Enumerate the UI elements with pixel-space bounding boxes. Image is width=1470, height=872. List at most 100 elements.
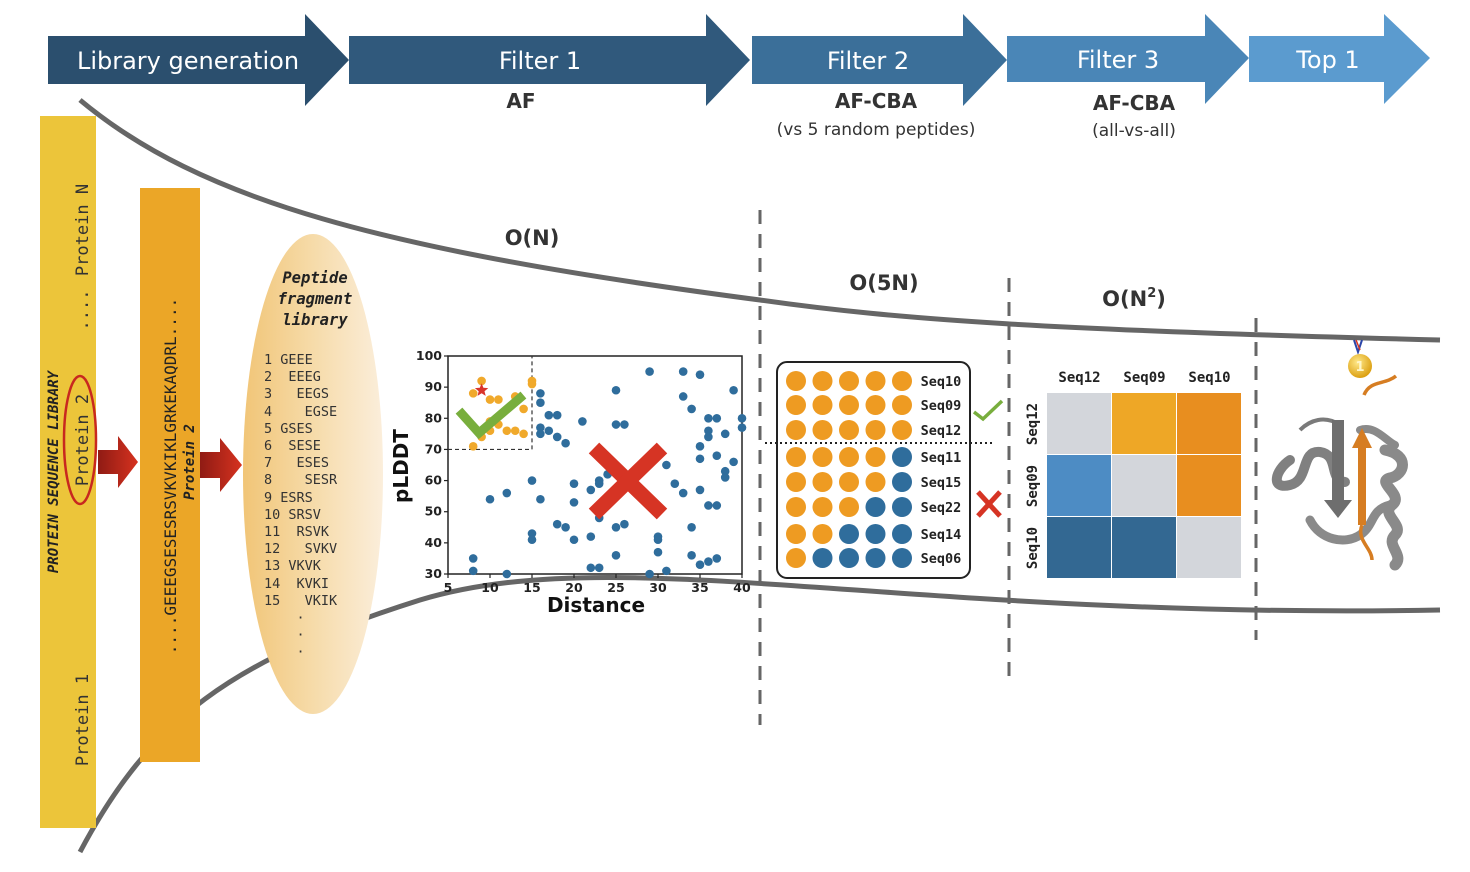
complexity-filter-3: O(N2) [1102, 286, 1166, 311]
check-icon [972, 399, 1004, 422]
protein-helix [1305, 500, 1395, 545]
fail-point [695, 485, 705, 495]
fail-point [527, 535, 537, 545]
win-dot [839, 395, 859, 415]
fail-point [695, 370, 705, 379]
win-dot [786, 524, 806, 544]
win-dot [892, 371, 912, 391]
x-tick-label: 30 [649, 580, 667, 595]
loss-dot [839, 548, 859, 568]
selected-protein-highlight [62, 374, 98, 506]
fail-point [586, 532, 596, 541]
win-dot [786, 371, 806, 391]
seq-row-label: Seq09 [921, 398, 962, 414]
stage-method: AF-CBA [1093, 91, 1176, 115]
y-tick-label: 30 [425, 566, 443, 581]
y-axis-label: pLDDT [389, 429, 413, 503]
fail-point [712, 451, 722, 460]
fail-point [662, 460, 671, 470]
heatmap-col-label: Seq09 [1123, 370, 1165, 386]
fragment-continuation-dot: · [264, 610, 305, 627]
win-dot [865, 472, 886, 492]
protein-sequence-text: ....GEEEGSESESRSVKVKIKLGRKEKAQDRL.... [161, 298, 180, 654]
win-dot [892, 395, 912, 415]
fail-point [485, 494, 495, 504]
fragment-item: 1 GEEE [264, 352, 313, 368]
fail-point [468, 554, 478, 563]
fail-point [678, 367, 688, 376]
fragment-library-title-line: fragment [277, 290, 353, 308]
stage-label: Filter 1 [499, 47, 581, 75]
heatmap-cell [1047, 393, 1111, 454]
y-tick-label: 60 [425, 473, 443, 488]
protein-1-label: Protein 1 [73, 674, 93, 766]
best-point-star [474, 383, 489, 396]
heatmap-col-label: Seq10 [1188, 370, 1230, 386]
fail-point [695, 442, 705, 451]
fail-point [653, 535, 663, 545]
stage-arrow-shape [1007, 14, 1249, 104]
stage-label: Filter 2 [827, 47, 909, 75]
check-icon [455, 391, 527, 440]
fragment-item: 12 SVKV [264, 541, 338, 558]
fail-point [704, 432, 713, 442]
protein-library-title: PROTEIN SEQUENCE LIBRARY [46, 369, 62, 573]
fail-point [552, 432, 562, 442]
heatmap-cell [1112, 517, 1176, 578]
fail-point [729, 385, 738, 395]
win-dot [786, 472, 806, 492]
y-tick-label: 90 [425, 379, 443, 394]
heatmap-row-label: Seq09 [1025, 465, 1041, 507]
fail-point [536, 398, 545, 408]
win-dot [865, 395, 886, 415]
peptide-beta-strand [1352, 428, 1372, 525]
fragment-item: 13 VKVK [264, 558, 321, 575]
heatmap-cell [1177, 455, 1241, 516]
heatmap-cell [1177, 517, 1241, 578]
complexity-exponent: 2 [1147, 286, 1156, 301]
win-dot [812, 395, 833, 415]
heatmap-cell [1047, 517, 1111, 578]
win-dot [812, 497, 833, 517]
win-dot [839, 420, 859, 440]
seq-row-label: Seq22 [921, 500, 962, 516]
win-dot [839, 371, 859, 391]
protein-2-label[interactable]: Protein 2 [73, 394, 93, 486]
seq-row-label: Seq12 [921, 423, 962, 439]
medal-ribbon [1353, 339, 1363, 356]
stage-method-detail: (all-vs-all) [1092, 121, 1176, 141]
fail-point [552, 410, 562, 420]
medal-ribbon-stripe [1355, 339, 1361, 351]
pass-point [494, 395, 503, 404]
fail-point [678, 392, 688, 401]
win-dot [865, 371, 886, 391]
y-tick-label: 50 [425, 504, 443, 519]
fail-point [611, 420, 621, 429]
fail-point [536, 429, 545, 439]
fail-point [569, 498, 579, 507]
peptide-tail [1362, 374, 1398, 396]
y-tick-label: 70 [425, 441, 443, 456]
pass-point [477, 376, 486, 386]
complexity-base: O(N [1102, 287, 1147, 311]
stage-label: Top 1 [1295, 46, 1359, 74]
stage-arrow-shape [752, 14, 1007, 106]
pass-point [502, 426, 512, 436]
fail-point [561, 522, 570, 532]
loss-dot [865, 524, 886, 544]
pass-point [468, 442, 478, 451]
fail-point [586, 485, 596, 495]
pass-point [510, 426, 520, 436]
fail-point [536, 494, 545, 504]
fail-point [594, 563, 604, 573]
fail-point [620, 519, 629, 529]
loss-dot [839, 524, 859, 544]
win-dot [786, 548, 806, 568]
fail-point [527, 476, 537, 485]
fail-point [527, 529, 537, 538]
stage-arrow-shape [349, 14, 750, 106]
medal-rank: 1 [1355, 360, 1364, 375]
fail-point [670, 479, 680, 488]
